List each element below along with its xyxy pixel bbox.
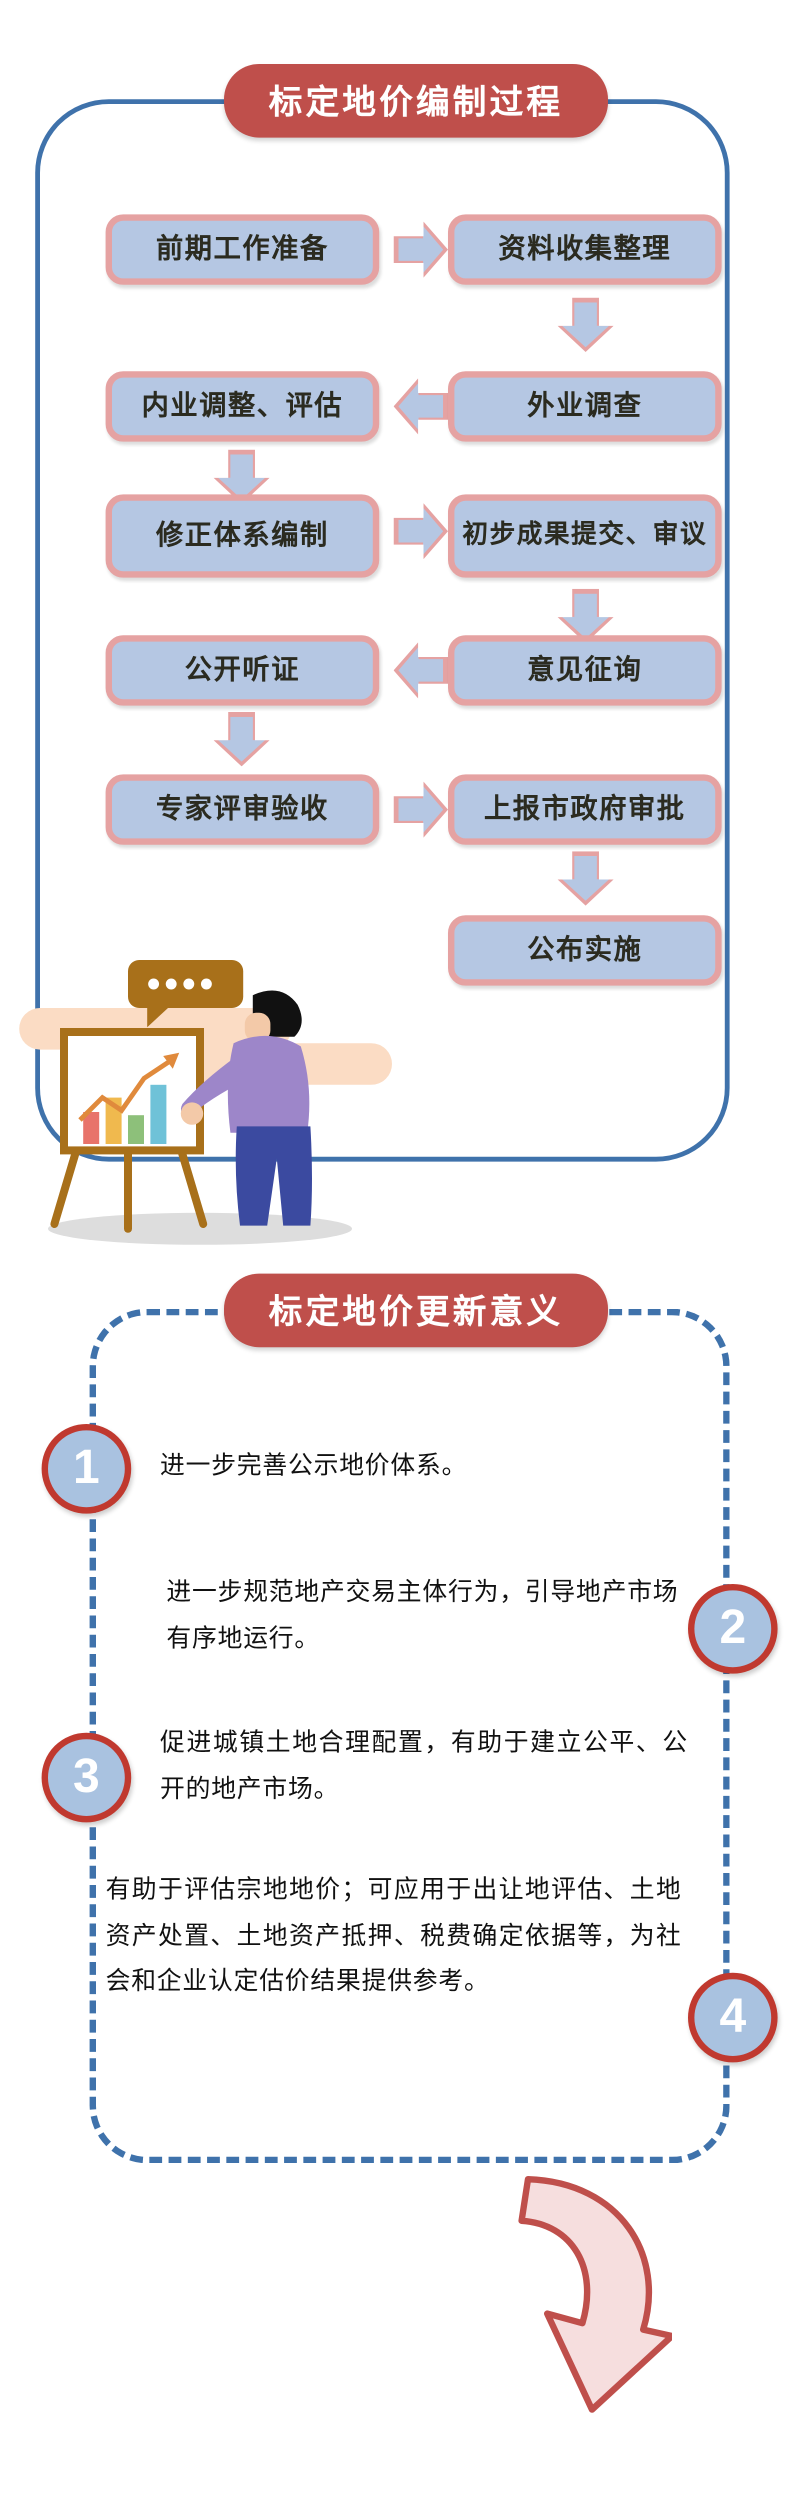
item-text-4: 有助于评估宗地地价；可应用于出让地评估、土地资产处置、土地资产抵押、税费确定依据… [105, 1876, 682, 1996]
chart-bar-3 [128, 1115, 144, 1144]
process-section-title: 标定地价编制过程 [224, 64, 608, 138]
flow-box-pre-work-preparation[interactable]: 前期工作准备 [105, 214, 380, 285]
flow-box-data-collection[interactable]: 资料收集整理 [448, 214, 722, 285]
legs [235, 1126, 312, 1226]
person-figure [180, 990, 312, 1226]
item-number-badge-3: 3 [41, 1732, 132, 1823]
flow-box-preliminary-results-review[interactable]: 初步成果提交、审议 [448, 494, 722, 578]
chart-bar-4 [150, 1084, 167, 1144]
face [244, 1012, 271, 1042]
hand [180, 1102, 204, 1125]
arm [180, 1056, 244, 1117]
chart-bar-1 [83, 1112, 100, 1144]
item-text-1: 进一步完善公示地价体系。 [160, 1452, 468, 1480]
meaning-section-title: 标定地价更新意义 [224, 1273, 608, 1348]
torso [227, 1035, 310, 1133]
chart-trend-line [78, 1057, 175, 1122]
flow-box-correction-system[interactable]: 修正体系编制 [105, 494, 380, 578]
flow-box-indoor-adjustment-evaluation[interactable]: 内业调整、评估 [105, 371, 380, 442]
flow-box-public-hearing[interactable]: 公开听证 [105, 635, 380, 706]
speech-bubble-icon [128, 960, 244, 1028]
flow-box-expert-review-acceptance[interactable]: 专家评审验收 [105, 774, 380, 845]
item-number-badge-4: 4 [688, 1972, 778, 2063]
item-number-badge-2: 2 [688, 1584, 778, 1674]
item-text-2: 进一步规范地产交易主体行为，引导地产市场有序地运行。 [166, 1579, 679, 1653]
flow-box-publish-implementation[interactable]: 公布实施 [448, 915, 722, 986]
curved-arrow-icon [368, 2176, 676, 2416]
flow-box-submit-municipal-approval[interactable]: 上报市政府审批 [448, 774, 722, 845]
flow-box-field-survey[interactable]: 外业调查 [448, 371, 722, 442]
trend-arrow-head [163, 1052, 180, 1069]
easel-legs [50, 1144, 208, 1233]
presenter-illustration [16, 960, 448, 1264]
item-text-3: 促进城镇土地合理配置，有助于建立公平、公开的地产市场。 [160, 1729, 688, 1803]
flow-box-opinion-solicitation[interactable]: 意见征询 [448, 635, 722, 706]
item-number-badge-1: 1 [41, 1424, 132, 1514]
